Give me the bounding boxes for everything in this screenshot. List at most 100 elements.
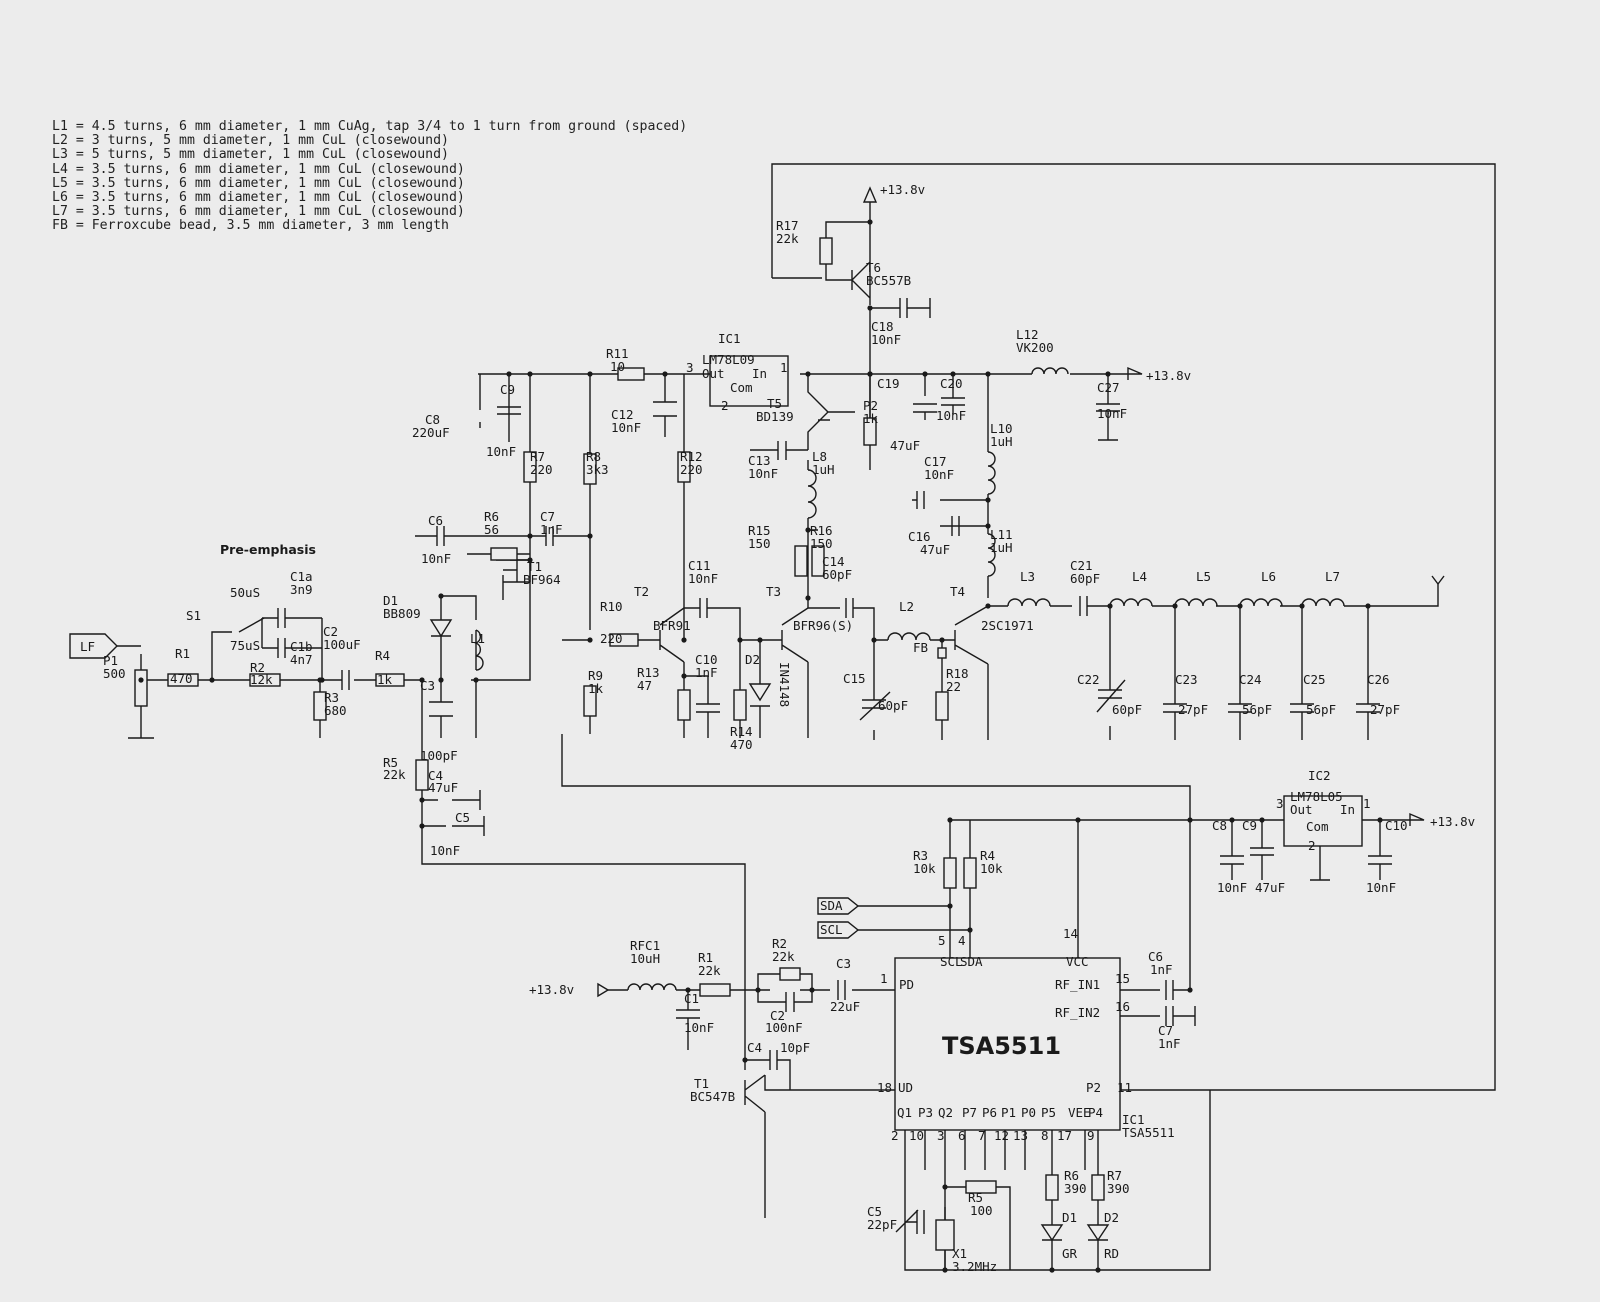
component-label: R12 [680, 449, 703, 464]
component-label: Out [702, 366, 725, 381]
component-label: 1nF [1158, 1036, 1181, 1051]
junction-dot [138, 677, 144, 683]
junction-dot [967, 927, 973, 933]
junction-dot [527, 371, 533, 377]
component-label: C1b [290, 639, 313, 654]
component-label: 10nF [1097, 406, 1127, 421]
component-label: 150 [748, 536, 771, 551]
junction-dot [419, 823, 425, 829]
component-label: C2 [770, 1008, 785, 1023]
component-label: L10 [990, 421, 1013, 436]
component-label: 3 [686, 360, 694, 375]
component-label: C16 [908, 529, 931, 544]
component-label: 56pF [1242, 702, 1272, 717]
component-label: R7 [1107, 1168, 1122, 1183]
component-label: 390 [1107, 1181, 1130, 1196]
component-label: IN4148 [777, 662, 792, 707]
component-label: C2 [323, 624, 338, 639]
component-label: C11 [688, 558, 711, 573]
component-label: 2SC1971 [981, 618, 1034, 633]
junction-dot [1229, 817, 1235, 823]
component-label: D1 [383, 593, 398, 608]
component-label: C22 [1077, 672, 1100, 687]
junction-dot [755, 987, 761, 993]
component-label: C13 [748, 453, 771, 468]
junction-dot [985, 497, 991, 503]
component-label: 10 [610, 359, 625, 374]
component-label: 60pF [1070, 571, 1100, 586]
component-label: C6 [1148, 949, 1163, 964]
component-label: 47uF [1255, 880, 1285, 895]
component-label: 10 [909, 1128, 924, 1143]
component-label: R9 [588, 668, 603, 683]
schematic-components [69, 186, 1445, 1251]
component-label: 3k3 [586, 462, 609, 477]
component-label: BB809 [383, 606, 421, 621]
component-label: L2 [899, 599, 914, 614]
component-label: BFR91 [653, 618, 691, 633]
component-label: Q1 [897, 1105, 912, 1120]
component-label: VCC [1066, 954, 1089, 969]
component-label: SCL [940, 954, 963, 969]
component-label: 10nF [936, 408, 966, 423]
component-label: LM78L05 [1290, 789, 1343, 804]
component-label: 47uF [890, 438, 920, 453]
component-label: 75uS [230, 638, 260, 653]
component-label: P3 [918, 1105, 933, 1120]
component-label: 100pF [420, 748, 458, 763]
component-label: GR [1062, 1246, 1078, 1261]
component-label: 22k [383, 767, 406, 782]
junction-dot [527, 533, 533, 539]
component-label: 60pF [822, 567, 852, 582]
component-label: R1 [175, 646, 190, 661]
component-label: L7 [1325, 569, 1340, 584]
coil-note-line: L4 = 3.5 turns, 6 mm diameter, 1 mm CuL … [52, 161, 465, 177]
component-label: T6 [866, 260, 881, 275]
component-label: D2 [1104, 1210, 1119, 1225]
component-label: 4 [958, 933, 966, 948]
component-label: R4 [375, 648, 390, 663]
component-label: R6 [1064, 1168, 1079, 1183]
supply-label-rfc1: +13.8v [529, 982, 574, 997]
component-label: P1 [103, 653, 118, 668]
component-label: 3.2MHz [952, 1259, 997, 1274]
component-label: 220uF [412, 425, 450, 440]
component-label: 22 [946, 679, 961, 694]
junction-dot [947, 903, 953, 909]
component-label: C9 [1242, 818, 1257, 833]
component-label: L1 [470, 631, 485, 646]
junction-dot [985, 371, 991, 377]
junction-dot [805, 595, 811, 601]
junction-dot [1105, 371, 1111, 377]
component-label: 10k [980, 861, 1003, 876]
junction-dot [809, 987, 815, 993]
component-label: 12k [250, 672, 273, 687]
component-label: C24 [1239, 672, 1262, 687]
component-label: RF_IN1 [1055, 977, 1100, 992]
coil-note-line: L7 = 3.5 turns, 6 mm diameter, 1 mm CuL … [52, 204, 465, 220]
component-label: C7 [1158, 1023, 1173, 1038]
component-label: 22uF [830, 999, 860, 1014]
component-label: T2 [634, 584, 649, 599]
junction-dot [685, 987, 691, 993]
component-label: P5 [1041, 1105, 1056, 1120]
component-label: P2 [863, 398, 878, 413]
component-label: R5 [968, 1190, 983, 1205]
pre-emphasis-title: Pre-emphasis [220, 542, 316, 557]
component-label: 12 [994, 1128, 1009, 1143]
component-label: 9 [1087, 1128, 1095, 1143]
junction-dot [942, 1184, 948, 1190]
component-label: 5 [938, 933, 946, 948]
junction-dot [805, 371, 811, 377]
component-label: 220 [530, 462, 553, 477]
component-label: In [1340, 802, 1355, 817]
junction-dot [867, 371, 873, 377]
component-label: 10nF [748, 466, 778, 481]
component-label: 500 [103, 666, 126, 681]
component-label: C1 [684, 991, 699, 1006]
component-label: R1 [698, 950, 713, 965]
junction-dot [1237, 603, 1243, 609]
component-label: RF_IN2 [1055, 1005, 1100, 1020]
coil-note-line: L1 = 4.5 turns, 6 mm diameter, 1 mm CuAg… [52, 119, 688, 134]
component-label: C25 [1303, 672, 1326, 687]
